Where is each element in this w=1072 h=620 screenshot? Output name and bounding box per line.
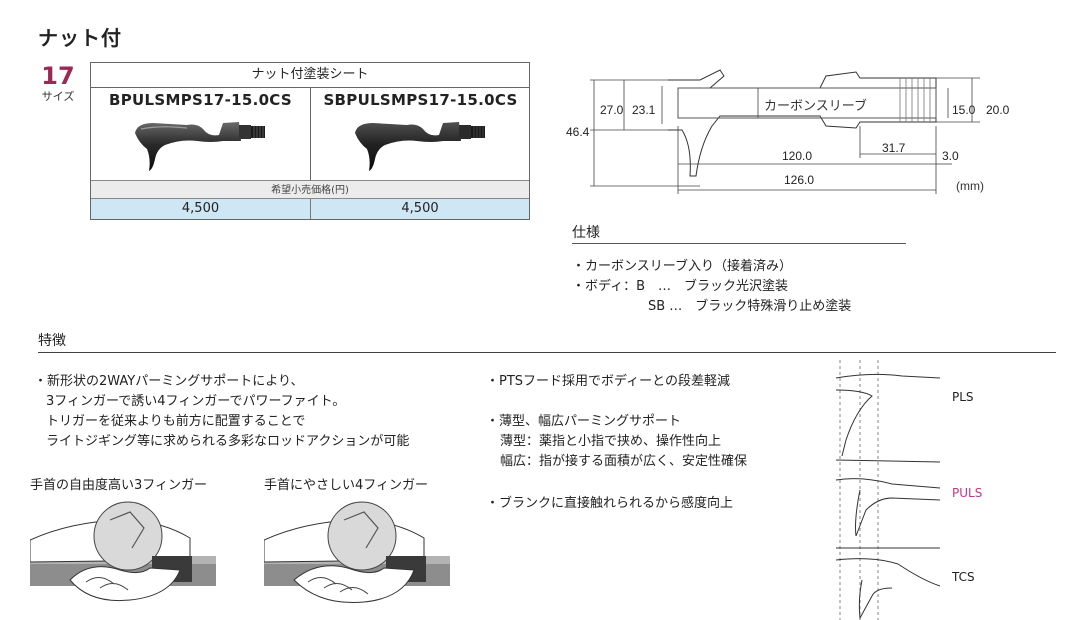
dim-126: 126.0 — [784, 173, 814, 187]
spec-title: 仕様 — [572, 225, 600, 241]
dim-23: 23.1 — [632, 103, 656, 117]
page-title: ナット付 — [38, 26, 122, 50]
size-number: 17 — [41, 62, 75, 90]
feature-line: ・PTSフード採用でボディーとの段差軽減 — [486, 374, 730, 389]
product-column-b: BPULSMPS17-15.0CS — [91, 87, 311, 180]
dim-27: 27.0 — [600, 103, 624, 117]
product-table-header: ナット付塗装シート — [91, 63, 529, 88]
profile-comparison-drawing — [835, 360, 941, 620]
profile-label-pls: PLS — [952, 390, 974, 404]
sleeve-label: カーボンスリーブ — [764, 98, 867, 114]
price-cell: 4,500 — [91, 199, 311, 219]
size-label: サイズ — [41, 90, 75, 103]
feature-line: ・薄型、幅広パーミングサポート — [486, 414, 682, 429]
feature-line: トリガーを従来よりも前方に配置することで — [46, 414, 306, 429]
spec-item: ・カーボンスリーブ入り（接着済み） — [572, 259, 792, 274]
spec-item: SB … ブラック特殊滑り止め塗装 — [648, 299, 852, 314]
grip-caption-3finger: 手首の自由度高い3フィンガー — [30, 478, 208, 493]
dim-3: 3.0 — [942, 149, 959, 163]
feature-line: ・ブランクに直接触れられるから感度向上 — [486, 496, 734, 511]
feature-line: 薄型：薬指と小指で挟め、操作性向上 — [500, 434, 722, 449]
dim-15: 15.0 — [952, 103, 976, 117]
dim-46: 46.4 — [566, 125, 590, 139]
profile-label-puls: PULS — [952, 486, 983, 500]
feature-line: ライトジギング等に求められる多彩なロッドアクションが可能 — [46, 434, 410, 449]
dim-20: 20.0 — [986, 103, 1010, 117]
dimension-drawing: 27.0 23.1 46.4 カーボンスリーブ 15.0 20.0 120.0 … — [566, 69, 1010, 194]
price-header: 希望小売価格(円) — [91, 180, 529, 199]
feature-line: 3フィンガーで誘い4フィンガーでパワーファイト。 — [46, 394, 346, 409]
reel-seat-glossy-image — [135, 122, 265, 171]
feature-line: ・新形状の2WAYパーミングサポートにより、 — [34, 374, 304, 389]
profile-label-tcs: TCS — [952, 570, 975, 584]
model-name: SBPULSMPS17-15.0CS — [323, 91, 518, 109]
model-name: BPULSMPS17-15.0CS — [109, 91, 292, 109]
feature-line: 幅広：指が接する面積が広く、安定性確保 — [500, 454, 748, 469]
features-title: 特徴 — [38, 333, 66, 349]
product-table: ナット付塗装シート BPULSMPS17-15.0CS SBPULSMPS17-… — [90, 62, 530, 220]
dim-120: 120.0 — [782, 149, 812, 163]
spec-divider — [572, 243, 906, 244]
price-cell: 4,500 — [311, 199, 529, 219]
features-divider — [38, 352, 1056, 353]
reel-seat-matte-image — [355, 122, 485, 171]
grip-3finger-illustration — [30, 501, 216, 602]
dim-31: 31.7 — [882, 141, 906, 155]
product-column-sb: SBPULSMPS17-15.0CS — [311, 87, 530, 180]
unit-label: (mm) — [956, 179, 984, 193]
spec-item: ・ボディ：B … ブラック光沢塗装 — [572, 279, 789, 294]
grip-4finger-illustration — [264, 501, 450, 604]
grip-caption-4finger: 手首にやさしい4フィンガー — [264, 478, 429, 493]
